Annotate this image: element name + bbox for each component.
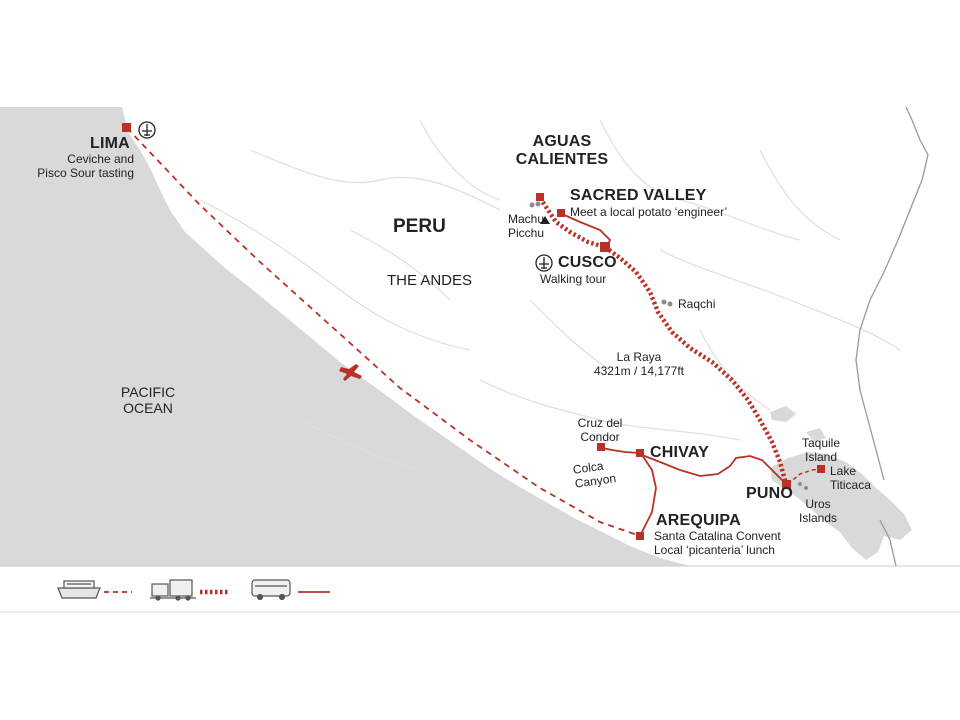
label-chivay: CHIVAY bbox=[650, 444, 709, 461]
lima-sub-line1: Ceviche and bbox=[67, 152, 134, 166]
marker-cruz-del-condor bbox=[597, 443, 605, 451]
label-pacific-ocean: PACIFIC OCEAN bbox=[100, 384, 196, 416]
label-lima: LIMA bbox=[90, 135, 130, 152]
arequipa-sub-line2: Local ‘picanteria’ lunch bbox=[654, 543, 775, 557]
mountain-icon bbox=[540, 216, 550, 224]
taquile-line1: Taquile bbox=[801, 436, 841, 450]
legend-boat bbox=[57, 580, 132, 599]
poi-machu-dot bbox=[529, 202, 535, 208]
label-raqchi: Raqchi bbox=[678, 297, 716, 311]
country-borders bbox=[855, 106, 929, 567]
airport-icon bbox=[535, 254, 553, 272]
label-colca-canyon: Colca Canyon bbox=[572, 457, 617, 491]
uros-line2: Islands bbox=[798, 511, 838, 525]
route-boat-puno-lake bbox=[787, 468, 823, 485]
la-raya-line1: La Raya bbox=[616, 350, 662, 364]
pacific-ocean-area bbox=[0, 107, 690, 566]
lake-titicaca-area bbox=[770, 452, 912, 560]
route-boat-lima-arequipa bbox=[126, 127, 641, 537]
label-sacred-valley: SACRED VALLEY bbox=[570, 187, 707, 204]
label-arequipa: AREQUIPA bbox=[656, 512, 741, 529]
machu-line2: Picchu bbox=[507, 226, 544, 240]
la-raya-line2: 4321m / 14,177ft bbox=[593, 364, 685, 378]
label-machu-picchu: Machu Picchu bbox=[480, 212, 544, 240]
lima-sub-line2: Pisco Sour tasting bbox=[37, 166, 134, 180]
marker-lima bbox=[122, 123, 131, 132]
aguas-line2: CALIENTES bbox=[515, 151, 609, 168]
poi-machu-dot bbox=[535, 201, 541, 207]
marker-sacred-valley bbox=[557, 209, 565, 217]
route-bus-arequipa-chivay-puno bbox=[639, 453, 787, 537]
label-cruz-del-condor: Cruz del Condor bbox=[566, 416, 634, 444]
label-lima-sub: Ceviche and Pisco Sour tasting bbox=[0, 152, 134, 180]
train-icon bbox=[150, 579, 196, 601]
cruz-line1: Cruz del bbox=[577, 416, 623, 430]
route-bus-chivay-cruz bbox=[601, 447, 641, 454]
boat-icon bbox=[57, 580, 101, 599]
label-arequipa-sub: Santa Catalina Convent Local ‘picanteria… bbox=[654, 529, 781, 557]
route-train-cusco-puno bbox=[603, 245, 789, 485]
arequipa-sub-line1: Santa Catalina Convent bbox=[654, 529, 781, 543]
bus-icon bbox=[251, 579, 291, 601]
marker-cusco bbox=[600, 242, 610, 252]
marker-aguas-calientes bbox=[536, 193, 544, 201]
poi-raqchi-dot bbox=[667, 301, 673, 307]
poi-uros-dot bbox=[804, 486, 808, 490]
legend-bus bbox=[251, 579, 330, 601]
lake-islet bbox=[806, 428, 826, 442]
label-cusco-sub: Walking tour bbox=[540, 272, 607, 286]
marker-taquile bbox=[817, 465, 825, 473]
taquile-line2: Island bbox=[804, 450, 838, 464]
uros-line1: Uros bbox=[805, 497, 831, 511]
cruz-line2: Condor bbox=[580, 430, 620, 444]
lake-islet bbox=[770, 406, 796, 422]
aguas-line1: AGUAS bbox=[532, 133, 592, 150]
poi-raqchi-dot bbox=[661, 299, 667, 305]
plane-icon bbox=[339, 364, 362, 381]
marker-arequipa bbox=[636, 532, 644, 540]
poi-markers bbox=[529, 201, 808, 490]
location-markers bbox=[122, 123, 825, 540]
label-peru: PERU bbox=[393, 216, 446, 237]
legend-train bbox=[150, 579, 228, 601]
poi-uros-dot bbox=[798, 482, 802, 486]
marker-chivay bbox=[636, 449, 644, 457]
machu-line1: Machu bbox=[507, 212, 544, 226]
titicaca-line2: Titicaca bbox=[830, 478, 871, 492]
route-train-aguas-cusco bbox=[538, 196, 606, 250]
label-aguas-calientes: AGUAS CALIENTES bbox=[512, 133, 612, 169]
airport-icon bbox=[138, 121, 156, 139]
label-la-raya: La Raya 4321m / 14,177ft bbox=[586, 350, 692, 378]
label-puno: PUNO bbox=[746, 485, 794, 502]
marker-puno bbox=[782, 480, 791, 489]
label-taquile-island: Taquile Island bbox=[794, 436, 848, 464]
label-lake-titicaca: Lake Titicaca bbox=[830, 464, 871, 492]
ocean-line2: OCEAN bbox=[123, 400, 173, 416]
label-cusco: CUSCO bbox=[558, 254, 617, 271]
titicaca-line1: Lake bbox=[830, 464, 857, 478]
label-sacred-valley-sub: Meet a local potato ‘engineer’ bbox=[570, 205, 728, 219]
ocean-line1: PACIFIC bbox=[120, 384, 176, 400]
label-the-andes: THE ANDES bbox=[387, 272, 473, 289]
label-uros-islands: Uros Islands bbox=[792, 497, 844, 525]
